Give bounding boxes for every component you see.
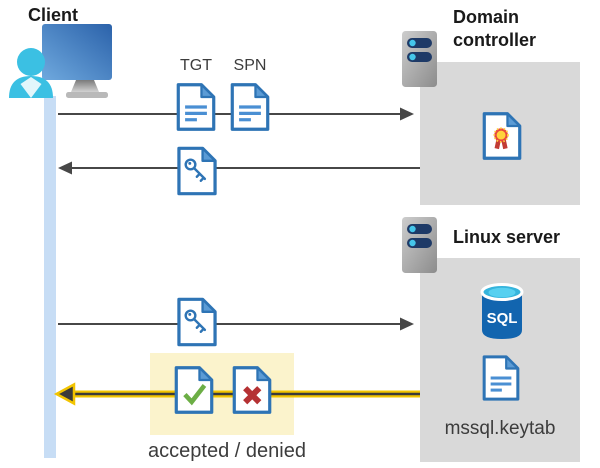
sql-database-label: SQL xyxy=(487,310,518,327)
key-document-icon xyxy=(177,146,217,196)
tgt-document-icon xyxy=(176,83,216,131)
sql-database-icon: SQL xyxy=(480,283,524,339)
keytab-document-icon xyxy=(482,355,520,401)
keytab-label: mssql.keytab xyxy=(444,418,556,439)
domain-controller-server-icon xyxy=(402,31,437,87)
tgt-response-arrow xyxy=(58,161,420,175)
spn-document-icon xyxy=(230,83,270,131)
linux-server-icon xyxy=(402,217,437,273)
tgt-label: TGT xyxy=(180,57,212,74)
domain-controller-title: Domain controller xyxy=(453,7,537,51)
client-lifeline xyxy=(44,96,56,458)
result-label: accepted / denied xyxy=(148,440,306,462)
client-workstation-icon xyxy=(9,24,112,98)
request-arrow xyxy=(58,107,414,121)
spn-label: SPN xyxy=(233,57,267,74)
certificate-document-icon xyxy=(482,112,522,160)
accepted-document-icon xyxy=(174,366,214,414)
key-document-icon xyxy=(177,297,217,347)
service-ticket-arrow xyxy=(58,317,414,331)
denied-document-icon xyxy=(232,366,272,414)
client-title: Client xyxy=(28,5,79,25)
linux-server-title: Linux server xyxy=(453,227,561,247)
